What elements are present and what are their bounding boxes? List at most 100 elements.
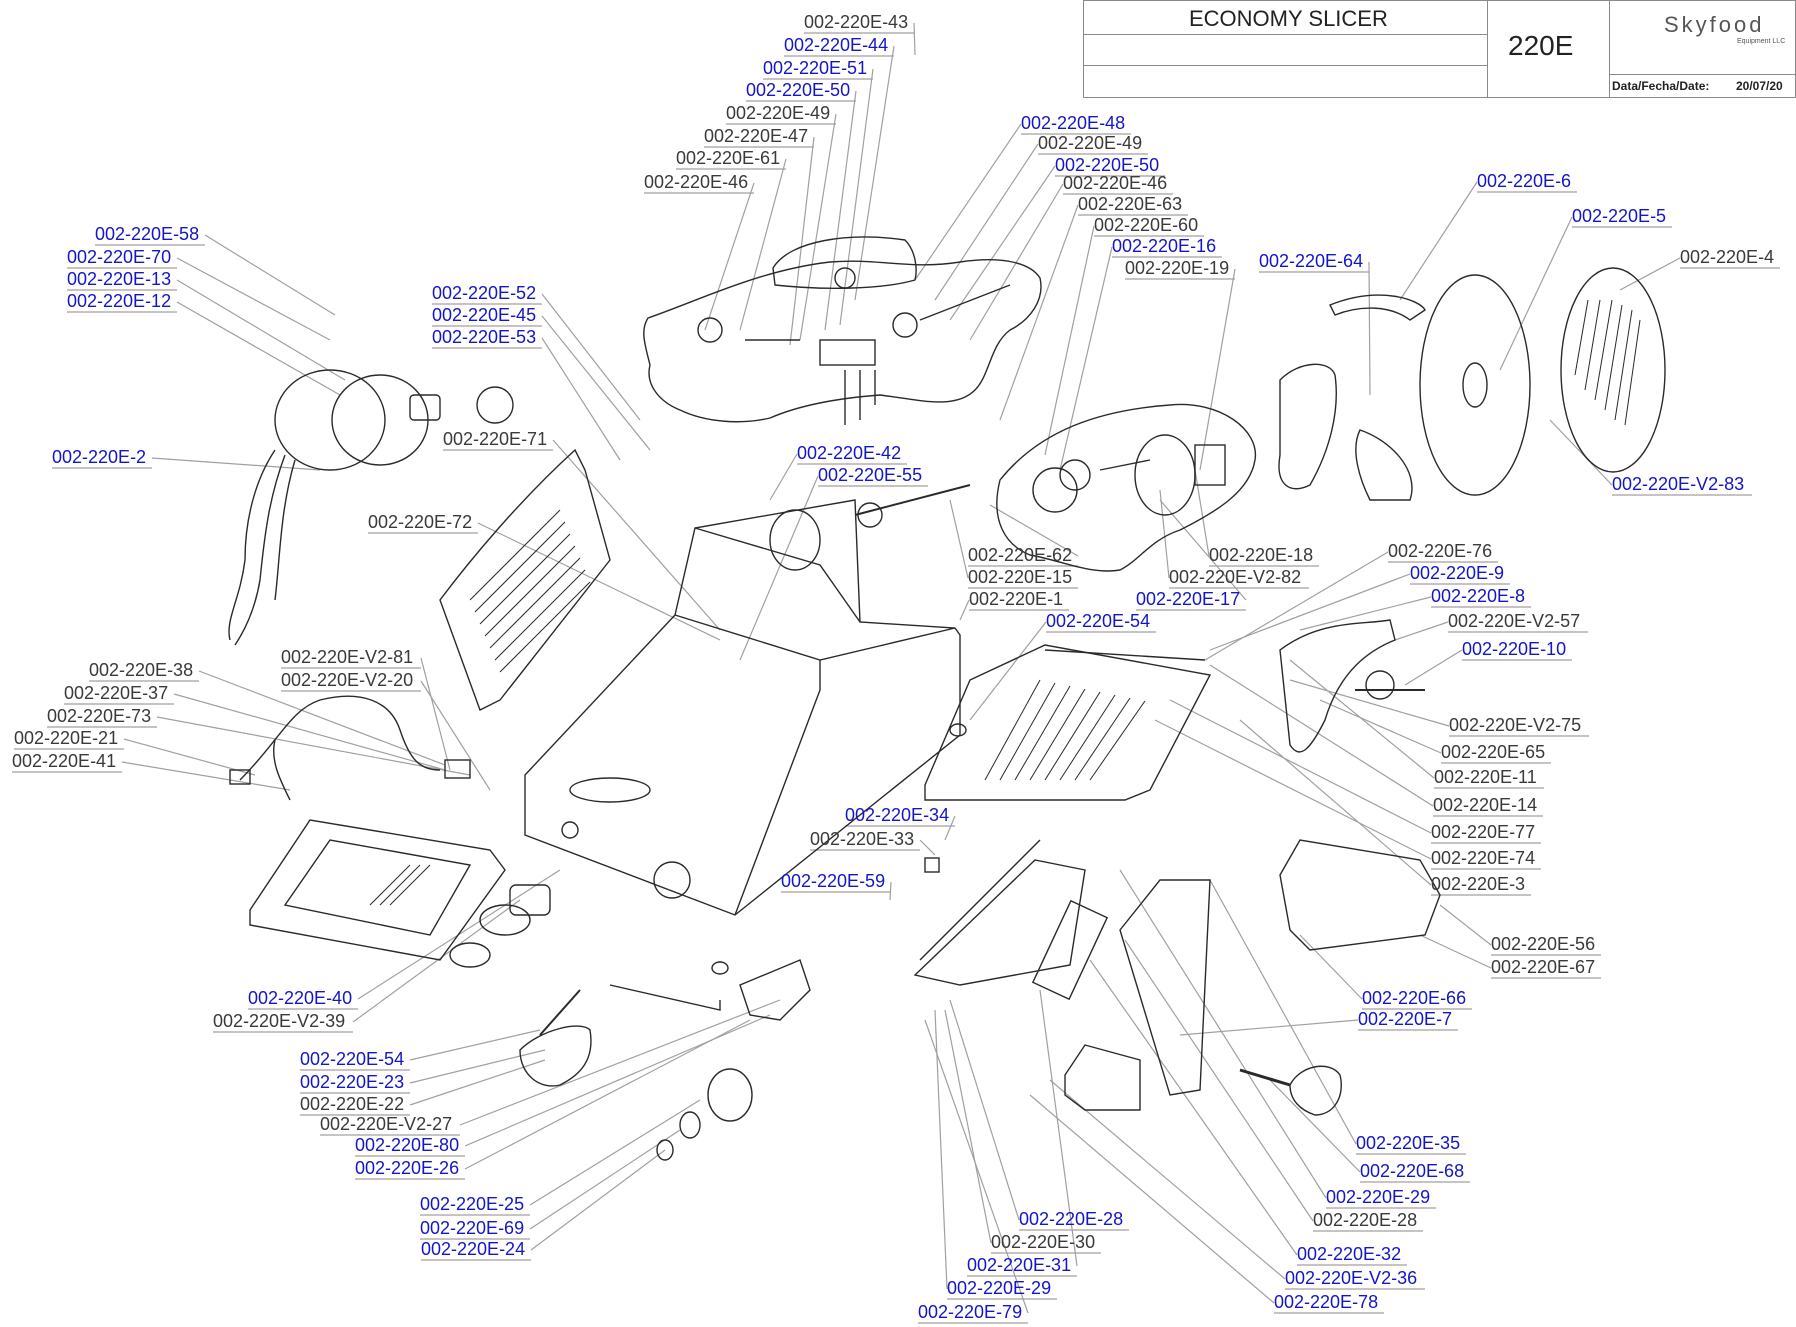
part-callout: 002-220E-40 bbox=[248, 988, 353, 1008]
leader-line bbox=[1209, 573, 1411, 651]
leader-line bbox=[1159, 499, 1247, 601]
leader-line bbox=[464, 1019, 751, 1170]
leader-line bbox=[1299, 934, 1363, 1000]
leader-line bbox=[1404, 649, 1463, 686]
part-callout: 002-220E-28 bbox=[1313, 1210, 1418, 1230]
part-callout: 002-220E-45 bbox=[432, 305, 537, 325]
leader-line bbox=[1439, 904, 1492, 946]
part-callout: 002-220E-50 bbox=[746, 80, 851, 100]
part-callout: 002-220E-33 bbox=[810, 829, 915, 849]
part-callout: 002-220E-11 bbox=[1434, 767, 1537, 787]
leader-line bbox=[123, 738, 256, 776]
leader-line bbox=[352, 899, 521, 1023]
carriage-housing bbox=[643, 259, 1042, 423]
leader-line bbox=[420, 680, 491, 791]
leader-line bbox=[999, 204, 1079, 421]
part-callout: 002-220E-15 bbox=[968, 567, 1073, 587]
leader-line bbox=[739, 158, 787, 331]
part-callout: 002-220E-70 bbox=[67, 247, 172, 267]
blade bbox=[1419, 274, 1531, 496]
leader-line bbox=[1239, 719, 1432, 886]
leader-line bbox=[1399, 181, 1478, 301]
part-callout: 002-220E-29 bbox=[947, 1278, 1052, 1298]
leader-line bbox=[173, 693, 446, 771]
date-value: 20/07/20 bbox=[1736, 79, 1783, 93]
sharpener-cover bbox=[1278, 363, 1337, 490]
drip-tray bbox=[249, 819, 506, 961]
part-callout: 002-220E-47 bbox=[704, 126, 809, 146]
part-callout: 002-220E-12 bbox=[67, 291, 172, 311]
leader-line bbox=[464, 1014, 771, 1147]
leader-line bbox=[409, 1059, 546, 1106]
leader-line bbox=[919, 839, 936, 856]
part-callout: 002-220E-V2-57 bbox=[1448, 611, 1581, 631]
leader-lines bbox=[12, 22, 1780, 1324]
leader-line bbox=[1039, 989, 1078, 1267]
motor-body bbox=[274, 369, 386, 471]
leader-line bbox=[1499, 216, 1573, 371]
date-label: Data/Fecha/Date: bbox=[1612, 79, 1710, 93]
leader-line bbox=[854, 45, 895, 301]
leader-line bbox=[1209, 664, 1434, 807]
part-callout: 002-220E-43 bbox=[804, 12, 909, 32]
drawing-title: ECONOMY SLICER bbox=[1189, 6, 1388, 31]
part-callout: 002-220E-22 bbox=[300, 1094, 405, 1114]
part-callout: 002-220E-58 bbox=[95, 224, 200, 244]
leader-line bbox=[1029, 1094, 1275, 1304]
leader-line bbox=[1269, 1079, 1361, 1173]
part-callout: 002-220E-54 bbox=[300, 1049, 405, 1069]
part-callout: 002-220E-62 bbox=[968, 545, 1073, 565]
part-callout: 002-220E-67 bbox=[1491, 957, 1596, 977]
leader-line bbox=[529, 1129, 681, 1230]
leader-line bbox=[1619, 257, 1681, 291]
power-cord bbox=[239, 695, 441, 781]
leader-line bbox=[944, 815, 956, 841]
leader-line bbox=[420, 657, 451, 771]
leader-line bbox=[914, 123, 1022, 281]
part-callout: 002-220E-37 bbox=[64, 683, 169, 703]
ring-guard bbox=[1329, 294, 1426, 321]
leader-line bbox=[889, 881, 892, 901]
part-callout: 002-220E-53 bbox=[432, 327, 537, 347]
part-callout: 002-220E-28 bbox=[1019, 1209, 1124, 1229]
leader-line bbox=[1419, 934, 1492, 969]
carriage-post bbox=[1119, 879, 1211, 1096]
part-callout: 002-220E-32 bbox=[1297, 1244, 1402, 1264]
leader-line bbox=[959, 599, 970, 621]
part-callout: 002-220E-42 bbox=[797, 443, 902, 463]
part-callout: 002-220E-1 bbox=[969, 589, 1064, 609]
leader-line bbox=[934, 1009, 948, 1290]
leader-line bbox=[176, 257, 331, 341]
part-callout: 002-220E-17 bbox=[1136, 589, 1241, 609]
slicing-tray bbox=[924, 644, 1212, 801]
leader-line bbox=[1549, 419, 1613, 486]
carriage-slider bbox=[913, 859, 1086, 986]
part-callout: 002-220E-66 bbox=[1362, 988, 1467, 1008]
part-callout: 002-220E-8 bbox=[1431, 586, 1526, 606]
power-switch bbox=[479, 904, 531, 936]
leader-line bbox=[1204, 551, 1389, 661]
part-callout: 002-220E-73 bbox=[47, 706, 152, 726]
leader-line bbox=[198, 670, 446, 766]
part-callout: 002-220E-18 bbox=[1209, 545, 1314, 565]
part-callout: 002-220E-13 bbox=[67, 269, 172, 289]
part-callout: 002-220E-10 bbox=[1462, 639, 1567, 659]
part-callout: 002-220E-71 bbox=[443, 429, 548, 449]
bearing-housing bbox=[996, 403, 1257, 572]
leader-line bbox=[944, 1009, 992, 1244]
part-callout: 002-220E-68 bbox=[1360, 1161, 1465, 1181]
leader-line bbox=[541, 293, 641, 421]
part-callout: 002-220E-16 bbox=[1112, 236, 1217, 256]
part-callout: 002-220E-9 bbox=[1410, 563, 1505, 583]
leader-line bbox=[541, 315, 651, 451]
leader-line bbox=[913, 22, 916, 56]
part-callout: 002-220E-24 bbox=[421, 1239, 526, 1259]
leader-line bbox=[839, 68, 874, 326]
part-callout: 002-220E-46 bbox=[1063, 173, 1168, 193]
leader-line bbox=[704, 182, 755, 331]
part-callout: 002-220E-60 bbox=[1094, 215, 1199, 235]
part-callout: 002-220E-76 bbox=[1388, 541, 1493, 561]
gear-handle bbox=[519, 1025, 592, 1087]
leader-line bbox=[949, 999, 1020, 1221]
